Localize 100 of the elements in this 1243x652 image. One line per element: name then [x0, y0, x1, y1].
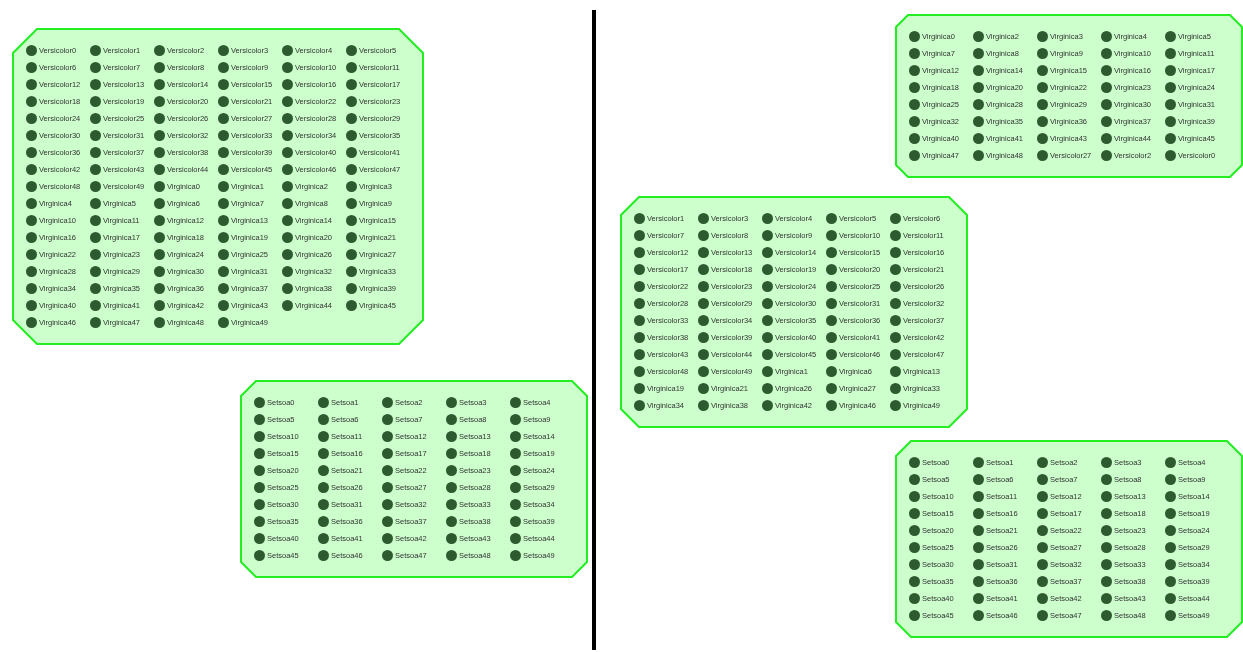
data-point: [346, 266, 357, 277]
data-point: [762, 230, 773, 241]
data-point: [90, 198, 101, 209]
data-point: [1101, 559, 1112, 570]
data-point: [218, 113, 229, 124]
cluster-hull: [240, 380, 588, 578]
data-point: [909, 31, 920, 42]
data-point: [282, 130, 293, 141]
data-point: [909, 593, 920, 604]
data-point: [218, 96, 229, 107]
data-point: [909, 116, 920, 127]
data-point: [154, 181, 165, 192]
data-point: [973, 65, 984, 76]
data-point: [282, 164, 293, 175]
data-point: [90, 232, 101, 243]
data-point: [973, 82, 984, 93]
data-point: [90, 317, 101, 328]
data-point: [346, 249, 357, 260]
data-point: [218, 45, 229, 56]
data-point: [26, 45, 37, 56]
data-point: [282, 113, 293, 124]
data-point: [698, 264, 709, 275]
data-point: [318, 397, 329, 408]
data-point: [382, 465, 393, 476]
data-point: [346, 164, 357, 175]
data-point: [218, 232, 229, 243]
data-point: [282, 215, 293, 226]
data-point: [282, 249, 293, 260]
data-point: [510, 414, 521, 425]
data-point: [26, 300, 37, 311]
data-point: [1037, 491, 1048, 502]
data-point: [1165, 99, 1176, 110]
data-point: [254, 516, 265, 527]
data-point: [26, 62, 37, 73]
data-point: [890, 298, 901, 309]
data-point: [154, 300, 165, 311]
data-point: [154, 215, 165, 226]
data-point: [254, 431, 265, 442]
data-point: [1037, 133, 1048, 144]
data-point: [26, 130, 37, 141]
data-point: [1165, 610, 1176, 621]
data-point: [1101, 610, 1112, 621]
data-point: [762, 298, 773, 309]
data-point: [1165, 593, 1176, 604]
data-point: [90, 266, 101, 277]
data-point: [318, 465, 329, 476]
data-point: [346, 215, 357, 226]
data-point: [218, 79, 229, 90]
data-point: [1101, 491, 1112, 502]
data-point: [382, 414, 393, 425]
data-point: [634, 281, 645, 292]
data-point: [1101, 474, 1112, 485]
data-point: [973, 610, 984, 621]
data-point: [826, 247, 837, 258]
data-point: [634, 298, 645, 309]
data-point: [973, 31, 984, 42]
data-point: [890, 247, 901, 258]
cluster-hull: [895, 14, 1243, 178]
data-point: [1101, 576, 1112, 587]
data-point: [282, 300, 293, 311]
data-point: [909, 150, 920, 161]
data-point: [90, 249, 101, 260]
data-point: [909, 82, 920, 93]
data-point: [634, 213, 645, 224]
data-point: [1037, 576, 1048, 587]
data-point: [90, 130, 101, 141]
data-point: [446, 550, 457, 561]
data-point: [154, 96, 165, 107]
data-point: [973, 457, 984, 468]
data-point: [1037, 525, 1048, 536]
data-point: [634, 315, 645, 326]
data-point: [254, 414, 265, 425]
data-point: [1165, 559, 1176, 570]
data-point: [762, 213, 773, 224]
data-point: [282, 79, 293, 90]
data-point: [90, 79, 101, 90]
data-point: [90, 96, 101, 107]
data-point: [382, 431, 393, 442]
data-point: [90, 283, 101, 294]
data-point: [762, 281, 773, 292]
data-point: [698, 230, 709, 241]
data-point: [382, 499, 393, 510]
data-point: [318, 414, 329, 425]
data-point: [510, 482, 521, 493]
data-point: [634, 247, 645, 258]
data-point: [826, 366, 837, 377]
data-point: [26, 215, 37, 226]
data-point: [634, 264, 645, 275]
data-point: [154, 147, 165, 158]
data-point: [218, 164, 229, 175]
data-point: [26, 198, 37, 209]
data-point: [90, 164, 101, 175]
data-point: [1037, 99, 1048, 110]
data-point: [282, 96, 293, 107]
data-point: [1101, 82, 1112, 93]
data-point: [382, 533, 393, 544]
data-point: [218, 147, 229, 158]
data-point: [1101, 593, 1112, 604]
data-point: [26, 266, 37, 277]
data-point: [446, 533, 457, 544]
